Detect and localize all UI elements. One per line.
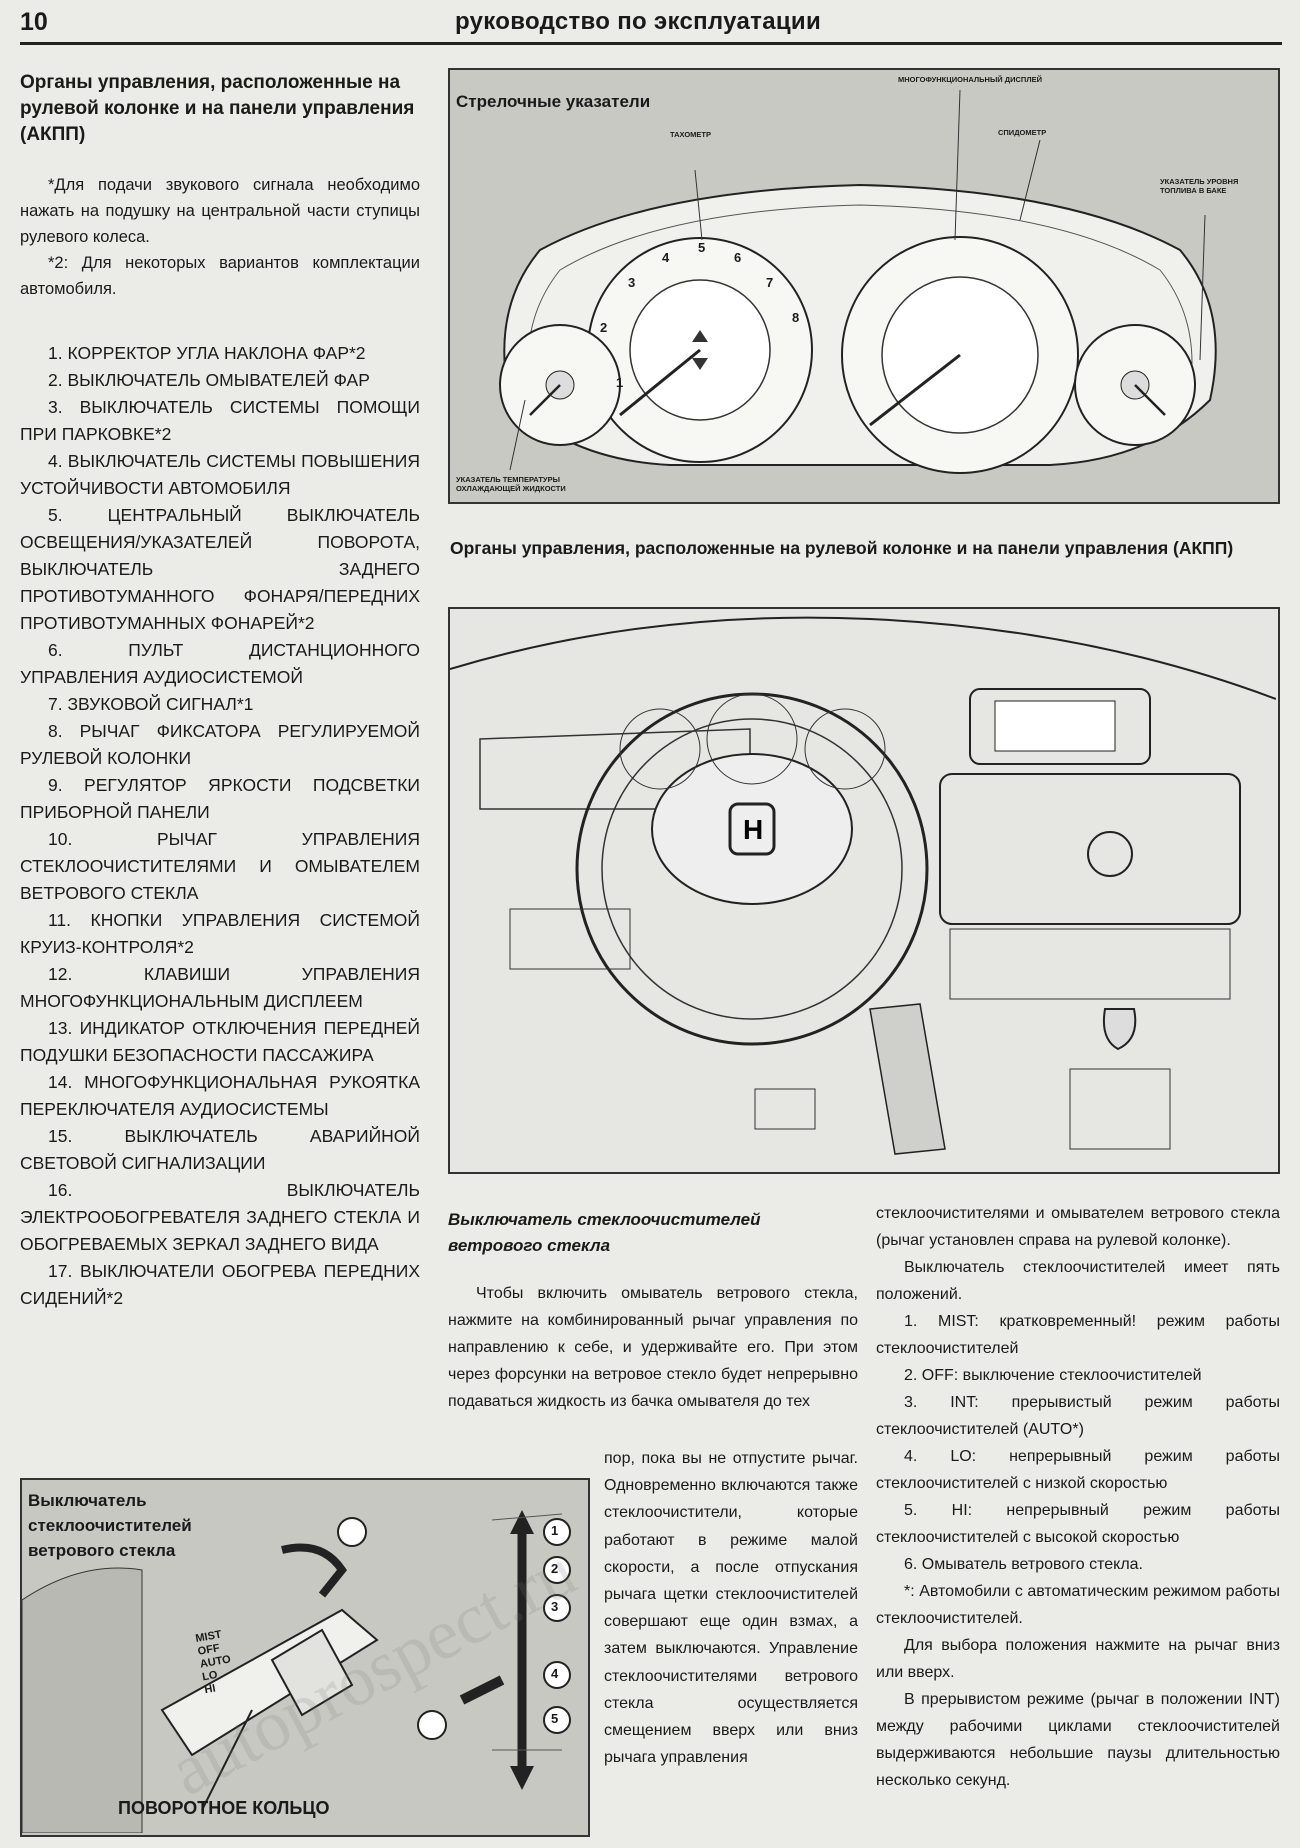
controls-list: 1. Корректор угла наклона фар*2 2. Выклю…	[20, 340, 420, 1312]
tach-number: 6	[734, 250, 742, 265]
list-item: 2. OFF: выключение стеклоочистителей	[904, 1367, 1202, 1384]
label-temp-gauge: Указатель температуры охлаждающей жидкос…	[456, 475, 566, 493]
dashboard-figure: H	[448, 607, 1280, 1174]
callout-number: 3	[551, 1599, 559, 1614]
wiper-figure-title: Выключатель стеклоочистителей ветрового …	[28, 1491, 192, 1560]
wiper-paragraph: Чтобы включить омыватель ветрового стекл…	[448, 1280, 858, 1415]
paragraph: стеклоочистителями и омывателем ветровог…	[876, 1205, 1280, 1249]
list-item: 11. Кнопки управления системой круиз-кон…	[20, 910, 420, 957]
list-item: 4. LO: непрерывный режим работы стеклооч…	[876, 1448, 1280, 1492]
list-item: 5. HI: непрерывный режим работы стеклооч…	[876, 1502, 1280, 1546]
footnote: *Для подачи звукового сигнала необходимо…	[20, 176, 420, 246]
dashboard-figure-caption: Органы управления, расположенные на руле…	[450, 538, 1234, 558]
tach-number: 8	[792, 310, 800, 325]
tach-number: 3	[628, 275, 636, 290]
list-item: 1. Корректор угла наклона фар*2	[48, 343, 366, 363]
list-item: 1. MIST: кратковременный! режим работы с…	[876, 1313, 1280, 1357]
footnote: *: Автомобили с автоматическим режимом р…	[876, 1583, 1280, 1627]
page-number: 10	[20, 8, 48, 36]
wiper-stalk-figure: Выключатель стеклоочистителей ветрового …	[20, 1478, 590, 1837]
list-item: 4. Выключатель системы повышения устойчи…	[20, 451, 420, 498]
wiper-stalk-drawing	[22, 1510, 571, 1833]
tach-number: 2	[600, 320, 608, 335]
paragraph: пор, пока вы не отпустите рычаг. Одновре…	[604, 1450, 858, 1767]
page-header: 10 руководство по эксплуатации	[20, 6, 1282, 45]
footnotes: *Для подачи звукового сигнала необходимо…	[20, 172, 420, 302]
callout-number: 5	[551, 1711, 559, 1726]
paragraph: Для выбора положения нажмите на рычаг вн…	[876, 1637, 1280, 1681]
list-item: 9. Регулятор яркости подсветки приборной…	[20, 775, 420, 822]
paragraph: В прерывистом режиме (рычаг в положении …	[876, 1691, 1280, 1789]
list-item: 3. INT: прерывистый режим работы стеклоо…	[876, 1394, 1280, 1438]
callout-number: 2	[551, 1561, 559, 1576]
list-item: 15. Выключатель аварийной световой сигна…	[20, 1126, 420, 1173]
tach-number: 4	[662, 250, 670, 265]
instrument-cluster-drawing	[499, 89, 1217, 474]
section-title: Органы управления, расположенные на руле…	[20, 72, 415, 145]
rotary-ring-label: ПОВОРОТНОЕ КОЛЬЦО	[118, 1798, 330, 1818]
wiper-section-heading: Выключатель стеклоочистителей ветрового …	[448, 1210, 761, 1255]
label-fuel-gauge: Указатель уровня топлива в баке	[1160, 177, 1239, 195]
callout-number: 1	[551, 1523, 559, 1538]
paragraph: Выключатель стеклоочистителей имеет пять…	[876, 1259, 1280, 1303]
list-item: 2. Выключатель омывателей фар	[48, 370, 370, 390]
tach-number: 1	[616, 375, 624, 390]
running-title: руководство по эксплуатации	[455, 8, 822, 35]
list-item: 17. Выключатели обогрева передних сидени…	[20, 1261, 420, 1308]
wiper-modes-column: стеклоочистителями и омывателем ветровог…	[876, 1200, 1280, 1794]
list-item: 3. Выключатель системы помощи при парков…	[20, 397, 420, 444]
label-speedometer: Спидометр	[998, 128, 1047, 137]
dashboard-drawing: H	[450, 616, 1277, 1155]
tach-number: 7	[766, 275, 774, 290]
gauges-figure-title: Стрелочные указатели	[456, 92, 651, 111]
wiper-paragraph-continued: пор, пока вы не отпустите рычаг. Одновре…	[604, 1445, 858, 1771]
list-item: 12. Клавиши управления многофункциональн…	[20, 964, 420, 1011]
paragraph: Чтобы включить омыватель ветрового стекл…	[448, 1285, 858, 1410]
list-item: 7. Звуковой сигнал*1	[48, 694, 254, 714]
tach-number: 5	[698, 240, 706, 255]
list-item: 14. Многофункциональная рукоятка переклю…	[20, 1072, 420, 1119]
list-item: 5. Центральный выключатель освещения/ука…	[20, 505, 420, 633]
list-item: 16. Выключатель электрообогревателя задн…	[20, 1180, 420, 1254]
callout-number: 4	[551, 1666, 559, 1681]
list-item: 10. Рычаг управления стеклоочистителями …	[20, 829, 420, 903]
list-item: 13. Индикатор отключения передней подушк…	[20, 1018, 420, 1065]
list-item: 6. Пульт дистанционного управления аудио…	[20, 640, 420, 687]
label-tachometer: Тахометр	[670, 130, 712, 139]
svg-text:H: H	[743, 814, 763, 845]
list-item: 6. Омыватель ветрового стекла.	[904, 1556, 1143, 1573]
gauges-figure: Стрелочные указатели Тахометр Многофункц…	[448, 68, 1280, 504]
footnote: *2: Для некоторых вариантов комплектации…	[20, 254, 420, 298]
list-item: 8. Рычаг фиксатора регулируемой рулевой …	[20, 721, 420, 768]
label-display: Многофункциональный дисплей	[898, 75, 1042, 84]
